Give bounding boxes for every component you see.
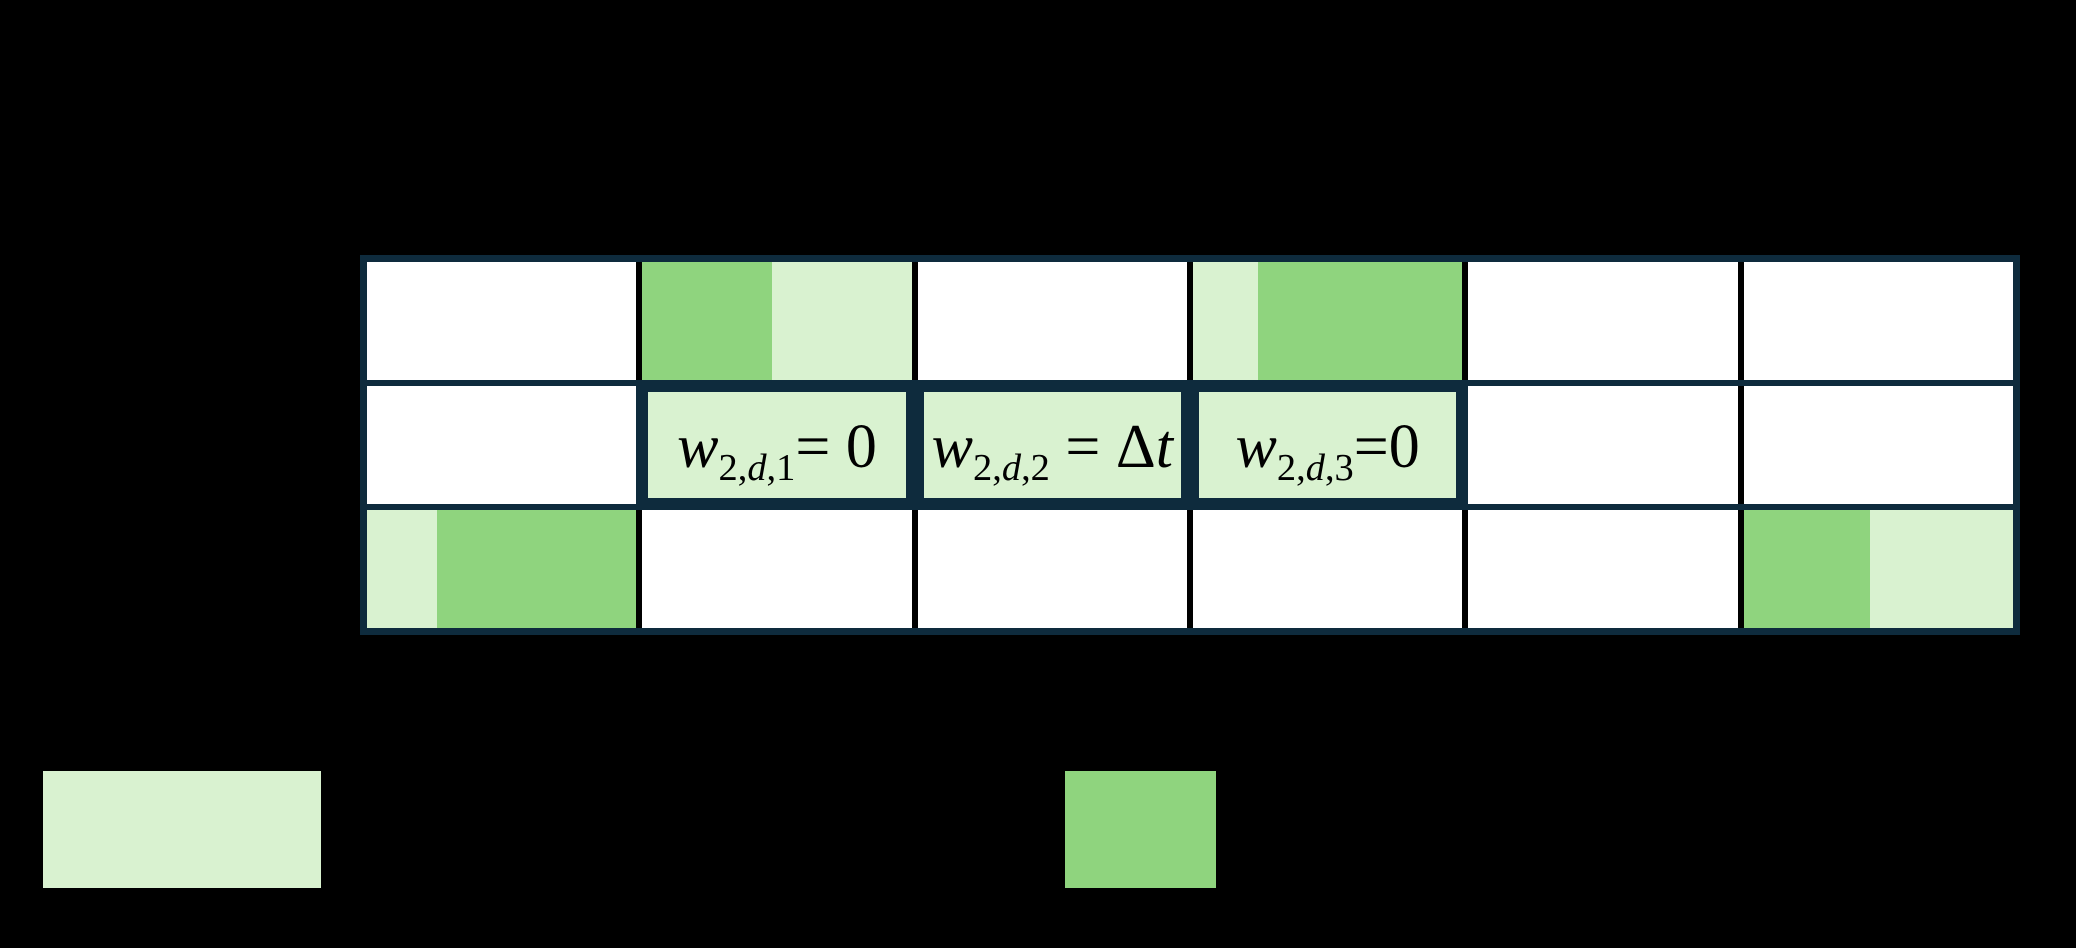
light-green-segment xyxy=(1870,510,2013,628)
formula-w2d1: w2,d,1= 0 xyxy=(677,413,877,490)
cell-r2c5 xyxy=(1462,386,1738,504)
table-row-1 xyxy=(367,262,2013,380)
cell-r3c4 xyxy=(1186,510,1463,628)
formula-cell-w2d2: w2,d,2 = Δt xyxy=(911,386,1187,504)
cell-r1c5 xyxy=(1462,262,1738,380)
light-green-segment xyxy=(1192,262,1258,380)
cell-r3c1-split-bar xyxy=(367,510,637,628)
cell-r2c1 xyxy=(367,386,637,504)
medium-green-segment xyxy=(642,262,772,380)
cell-r1c4-split-bar xyxy=(1186,262,1463,380)
legend-swatch-light-green xyxy=(43,771,321,888)
table-row-2: w2,d,1= 0 w2,d,2 = Δt w2,d,3=0 xyxy=(367,380,2013,504)
formula-w2d3: w2,d,3=0 xyxy=(1235,413,1420,490)
cell-r3c5 xyxy=(1462,510,1738,628)
cell-r2c6 xyxy=(1737,386,2013,504)
medium-green-segment xyxy=(1743,510,1871,628)
medium-green-segment xyxy=(1257,262,1463,380)
cell-r3c3 xyxy=(911,510,1187,628)
cell-r3c2 xyxy=(636,510,912,628)
cell-r1c1 xyxy=(367,262,637,380)
table-row-3 xyxy=(367,504,2013,628)
cell-r1c3 xyxy=(911,262,1187,380)
light-green-segment xyxy=(771,262,912,380)
legend-swatch-medium-green xyxy=(1065,771,1216,888)
light-green-segment xyxy=(367,510,438,628)
formula-cell-w2d1: w2,d,1= 0 xyxy=(636,386,912,504)
cell-r1c6 xyxy=(1737,262,2013,380)
medium-green-segment xyxy=(437,510,637,628)
cell-r1c2-split-bar xyxy=(636,262,912,380)
cell-r3c6-split-bar xyxy=(1737,510,2013,628)
weights-table: w2,d,1= 0 w2,d,2 = Δt w2,d,3=0 xyxy=(360,255,2020,635)
formula-w2d2: w2,d,2 = Δt xyxy=(931,413,1173,490)
formula-cell-w2d3: w2,d,3=0 xyxy=(1186,386,1463,504)
